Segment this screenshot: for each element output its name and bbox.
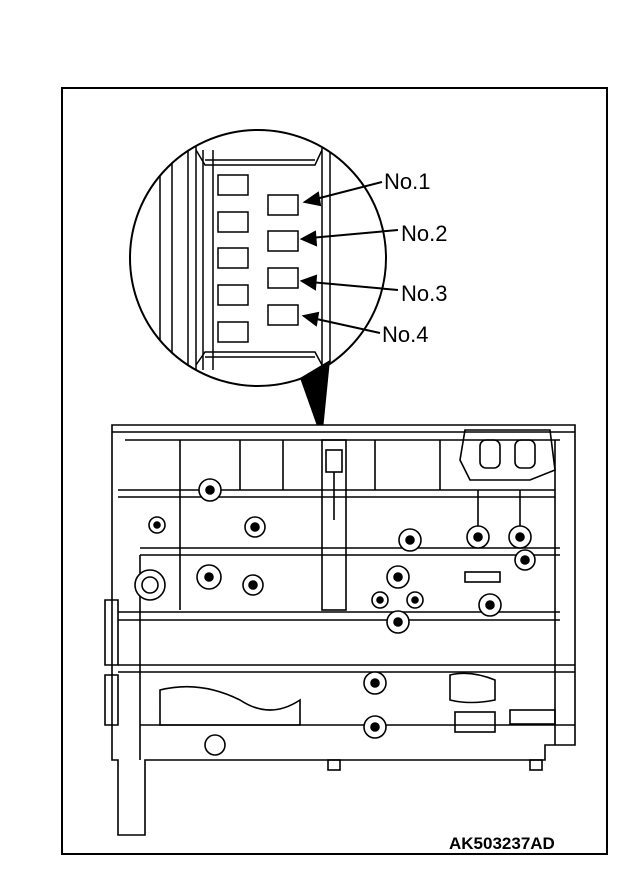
block-bolts [134,478,536,756]
callout-no2: No.2 [401,221,447,246]
figure-frame [61,87,608,855]
callout-no4: No.4 [382,322,428,347]
mark-no1 [267,194,299,216]
callout-no3: No.3 [401,281,447,306]
mark-no4 [267,304,299,326]
magnifier-pointer [300,360,330,440]
callout-leaders [299,181,399,334]
mark-no3 [267,267,299,289]
detail-magnifier [129,129,387,387]
callout-no1: No.1 [384,169,430,194]
cylinder-block [104,424,576,836]
mark-no2 [267,230,299,252]
figure-code: AK503237AD [449,834,555,853]
